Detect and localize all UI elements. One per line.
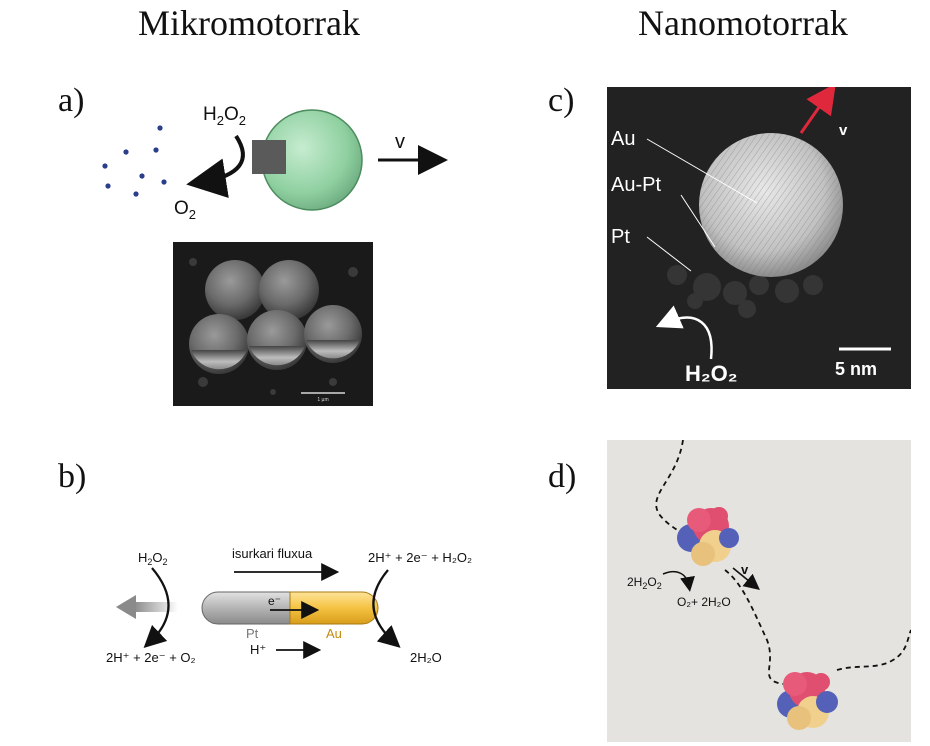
catalyst-patch — [252, 140, 286, 174]
pt-label: Pt — [246, 626, 259, 641]
velocity-label: v — [741, 562, 749, 577]
panel-label-d: d) — [548, 458, 577, 495]
oxygen-dots — [102, 125, 167, 197]
au-label: Au — [611, 128, 635, 150]
right-top-label: 2H⁺ + 2e⁻ + H₂O₂ — [368, 550, 472, 565]
velocity-label: v — [395, 131, 405, 153]
pt-label: Pt — [611, 226, 630, 248]
panel-label-c: c) — [548, 82, 575, 119]
left-bottom-label: 2H⁺ + 2e⁻ + O₂ — [106, 650, 196, 665]
sem-scale-label: 1 µm — [317, 397, 328, 403]
right-bottom-label: 2H₂O — [410, 650, 442, 665]
au-pt-label: Au-Pt — [611, 174, 661, 196]
velocity-arrow — [799, 87, 836, 134]
left-top-label: H2O2 — [138, 550, 168, 567]
au-segment — [289, 591, 379, 625]
panel-label-b: b) — [58, 458, 87, 495]
o2-label: O2 — [174, 198, 196, 222]
heading-nanomotors: Nanomotorrak — [638, 3, 848, 43]
panel-d-enzyme-motor: v 2H2O2 O₂+ 2H₂O — [607, 440, 911, 742]
reaction-arrow — [186, 134, 245, 199]
h2o2-label: H2O2 — [203, 104, 246, 128]
h2o2-label: 2H2O2 — [627, 575, 662, 591]
velocity-label: v — [839, 122, 848, 139]
right-reaction-curve — [372, 569, 401, 648]
scale-bar-label: 5 nm — [835, 359, 877, 379]
panel-c-tem-image: v Au Au-Pt Pt H₂O₂ 5 nm — [607, 87, 911, 389]
proton-label: H⁺ — [250, 642, 266, 657]
enzyme-cluster-top — [677, 507, 739, 566]
panel-b-nanorod: Pt Au e⁻ H⁺ isurkari fluxua H2O2 2H⁺ + 2… — [106, 546, 472, 665]
flux-label: isurkari fluxua — [232, 546, 313, 561]
h2o2-label: H₂O₂ — [685, 361, 738, 386]
electron-label: e⁻ — [268, 594, 281, 608]
au-label: Au — [326, 626, 342, 641]
left-reaction-curve — [143, 567, 170, 649]
trajectory-path — [655, 440, 911, 685]
product-label: O₂+ 2H₂O — [677, 595, 731, 609]
velocity-arrow — [732, 567, 760, 591]
enzyme-cluster-bottom — [777, 672, 838, 730]
panel-a-schematic: H2O2 O2 v — [102, 104, 448, 222]
sem-image: 1 µm — [173, 242, 373, 406]
panel-label-a: a) — [58, 82, 85, 119]
reaction-arrow — [662, 570, 695, 592]
reaction-arrow — [655, 305, 713, 360]
motion-arrow — [134, 602, 178, 612]
heading-micromotors: Mikromotorrak — [138, 3, 360, 43]
pt-segment — [201, 591, 291, 625]
